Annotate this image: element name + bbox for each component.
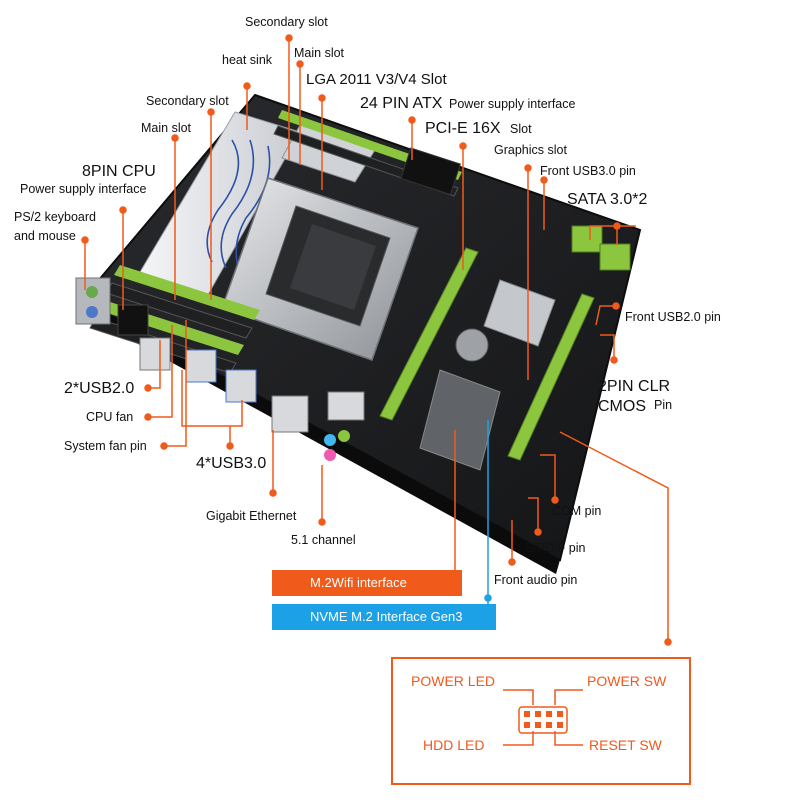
front-panel-header-box: POWER LED POWER SW HDD LED RESET SW [391,657,691,785]
cmos-battery [455,328,489,362]
chipset-heatsink [483,279,556,347]
label-graphics-slot: Graphics slot [494,143,567,157]
pcie-slot-1 [379,247,479,421]
label-com-pin: COM pin [552,504,602,518]
callout-lines [81,34,672,646]
label-front-usb2-pin: Front USB2.0 pin [625,310,721,324]
label-secondary-slot-left: Secondary slot [146,94,229,108]
label-system-fan: System fan pin [64,439,147,453]
label-main-slot-top: Main slot [294,46,345,60]
label-cpu-8pin: 8PIN CPU [82,163,156,180]
label-ps2-line2: and mouse [14,229,76,243]
label-ps2-line1: PS/2 keyboard [14,210,96,224]
nvme-callout-line [484,420,492,604]
pcie-slot-2 [507,293,595,461]
label-secondary-slot-top: Secondary slot [245,15,328,29]
label-spdif-pin: S/PDIF pin [525,541,586,555]
label-usb3-rear: 4*USB3.0 [196,455,267,472]
hdd-led-label: HDD LED [423,737,485,753]
label-atx-24pin: 24 PIN ATX [360,95,443,112]
nvme-m2-interface-tag: NVME M.2 Interface Gen3 [272,604,496,630]
sata-port-2 [599,243,631,271]
label-clr-cmos-line2: CMOS [598,398,646,415]
heat-sink-swirl [206,139,271,275]
label-clr-cmos-pin: Pin [654,398,673,412]
rear-io [75,277,365,461]
cpu-socket-cover [290,224,376,310]
label-clr-cmos-line1: 2PIN CLR [598,378,671,395]
power-sw-label: POWER SW [587,673,667,689]
label-front-audio-pin: Front audio pin [494,573,578,587]
m2-wifi-interface-tag: M.2Wifi interface [272,570,462,596]
power-led-label: POWER LED [411,673,496,689]
label-pcie-slot-word: Slot [510,122,532,136]
label-atx-power-interface: Power supply interface [449,97,576,111]
label-heat-sink: heat sink [222,53,273,67]
label-main-slot-left: Main slot [141,121,192,135]
m2-slot-area [419,369,501,471]
front-panel-pinout [503,689,583,746]
label-gigabit-ethernet: Gigabit Ethernet [206,509,297,523]
reset-sw-label: RESET SW [589,737,662,753]
sata-port-1 [571,225,603,253]
label-lga-slot: LGA 2011 V3/V4 Slot [306,71,447,88]
label-cpu-power-interface: Power supply interface [20,182,147,196]
label-sata: SATA 3.0*2 [567,191,648,208]
label-front-usb3-pin: Front USB3.0 pin [540,164,636,178]
label-pcie-16x: PCI-E 16X [425,120,501,137]
label-usb2-rear: 2*USB2.0 [64,380,135,397]
atx-24pin-connector [400,147,461,196]
label-cpu-fan: CPU fan [86,410,134,424]
label-audio-channel: 5.1 channel [291,533,356,547]
